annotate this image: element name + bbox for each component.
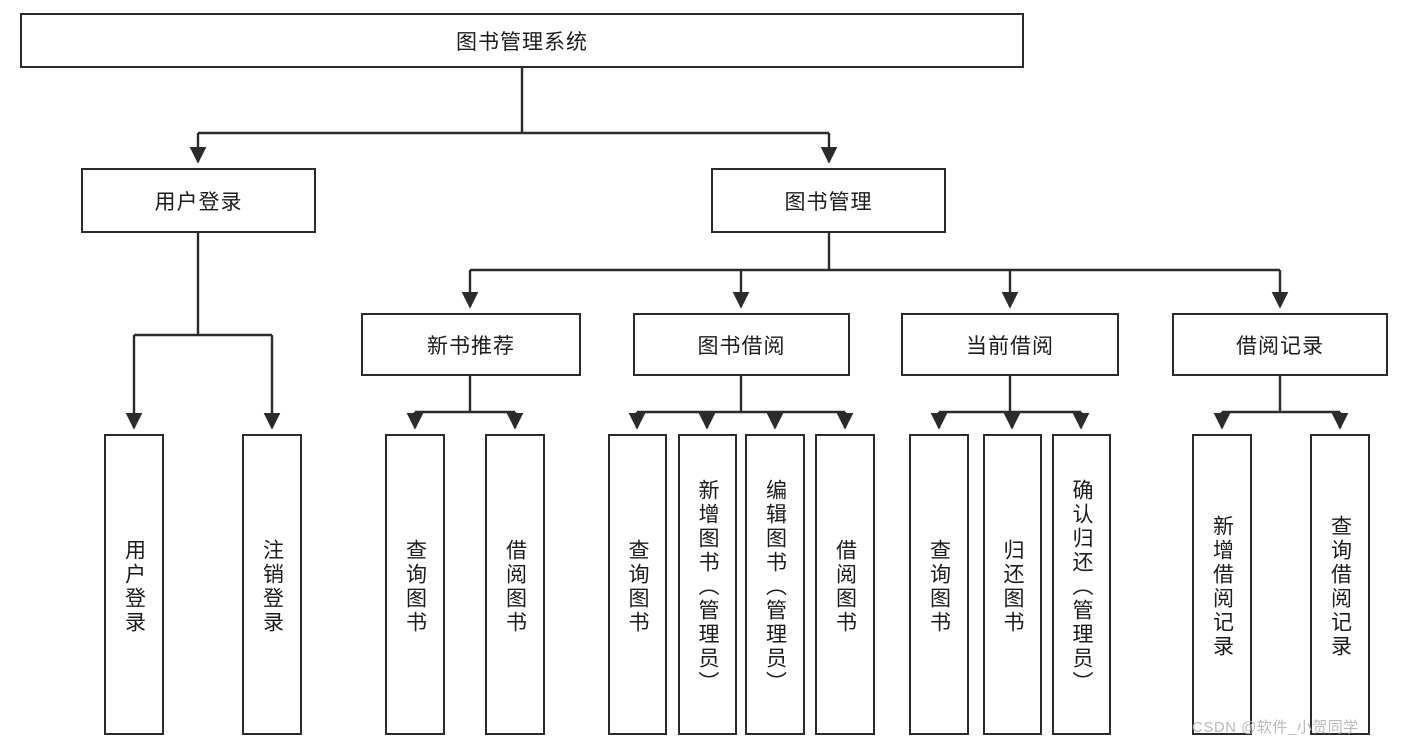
node-leaf-query-book-1-label: 查询图书	[403, 538, 427, 635]
csdn-watermark: CSDN @软件_小贺同学	[1192, 719, 1359, 736]
node-book-borrow[interactable]: 图书借阅	[633, 313, 850, 376]
node-root-label: 图书管理系统	[456, 30, 588, 54]
node-leaf-add-record-label: 新增借阅记录	[1210, 514, 1234, 659]
node-leaf-query-book-1[interactable]: 查询图书	[385, 434, 445, 735]
node-leaf-confirm-return[interactable]: 确认归还（管理员）	[1052, 434, 1111, 735]
node-user-login[interactable]: 用户登录	[81, 168, 316, 233]
node-leaf-edit-book[interactable]: 编辑图书（管理员）	[745, 434, 805, 735]
node-book-borrow-label: 图书借阅	[697, 334, 786, 358]
node-leaf-user-login[interactable]: 用户登录	[104, 434, 164, 735]
node-leaf-add-record[interactable]: 新增借阅记录	[1192, 434, 1252, 735]
node-leaf-confirm-return-label: 确认归还（管理员）	[1070, 478, 1093, 695]
node-new-book-rec-label: 新书推荐	[427, 334, 515, 358]
node-borrow-record-label: 借阅记录	[1236, 334, 1324, 358]
node-leaf-user-login-label: 用户登录	[122, 538, 146, 635]
node-leaf-borrow-book-1[interactable]: 借阅图书	[485, 434, 545, 735]
node-new-book-rec[interactable]: 新书推荐	[361, 313, 581, 376]
node-book-manage-label: 图书管理	[784, 190, 873, 214]
node-leaf-borrow-book-1-label: 借阅图书	[503, 538, 527, 635]
node-leaf-query-book-2-label: 查询图书	[626, 538, 649, 635]
node-leaf-query-record-label: 查询借阅记录	[1328, 514, 1352, 659]
node-current-borrow[interactable]: 当前借阅	[901, 313, 1119, 376]
node-leaf-edit-book-label: 编辑图书（管理员）	[763, 478, 787, 695]
node-leaf-return-book[interactable]: 归还图书	[983, 434, 1042, 735]
node-leaf-borrow-book-2-label: 借阅图书	[833, 538, 857, 635]
node-leaf-logout[interactable]: 注销登录	[242, 434, 302, 735]
node-leaf-return-book-label: 归还图书	[1001, 538, 1024, 635]
node-borrow-record[interactable]: 借阅记录	[1172, 313, 1388, 376]
node-leaf-borrow-book-2[interactable]: 借阅图书	[815, 434, 875, 735]
node-leaf-query-record[interactable]: 查询借阅记录	[1310, 434, 1370, 735]
node-current-borrow-label: 当前借阅	[966, 334, 1054, 358]
node-leaf-add-book[interactable]: 新增图书（管理员）	[678, 434, 737, 735]
node-leaf-query-book-2[interactable]: 查询图书	[608, 434, 667, 735]
node-root[interactable]: 图书管理系统	[20, 13, 1024, 68]
node-user-login-label: 用户登录	[154, 190, 243, 214]
node-leaf-logout-label: 注销登录	[260, 538, 284, 635]
node-book-manage[interactable]: 图书管理	[711, 168, 946, 233]
node-leaf-query-book-3[interactable]: 查询图书	[909, 434, 969, 735]
node-leaf-query-book-3-label: 查询图书	[927, 538, 951, 635]
node-leaf-add-book-label: 新增图书（管理员）	[696, 478, 719, 695]
